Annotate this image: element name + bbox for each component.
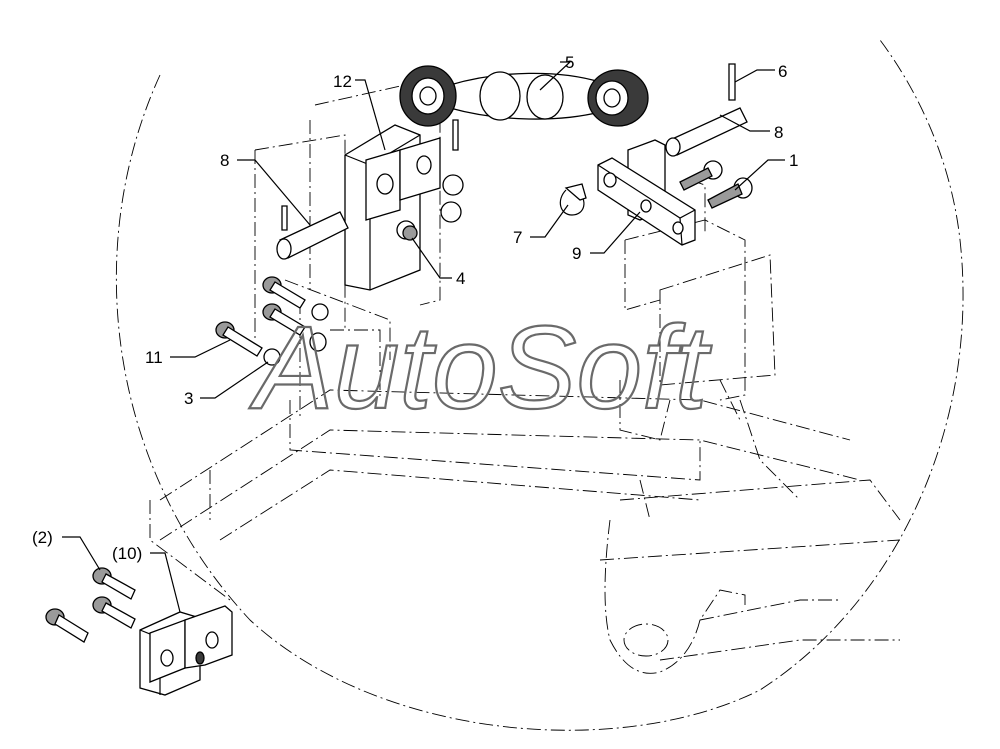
callout-12: 12 [333,72,352,91]
callout-10: (10) [112,544,142,563]
optional-bolts [45,567,136,643]
nuts [396,174,464,241]
top-link [399,65,649,127]
callout-4: 4 [456,269,465,288]
left-bracket [344,124,441,291]
pin-left [276,205,349,260]
callout-5: 3 [184,389,193,408]
callout-labels: 5 12 8 6 8 1 7 9 4 11 3 (2) (10) [32,53,798,563]
watermark-autosoft: AutoSoft [249,302,712,434]
detail-circle [115,39,964,731]
callout-9: 9 [572,244,581,263]
right-bracket [597,139,696,246]
callout-1: 1 [789,151,798,170]
lynch-pin [559,183,587,216]
callout-7: 7 [513,228,522,247]
callout-6: 6 [778,62,787,81]
split-pin-upper [452,119,459,151]
callout-8-left: 8 [220,151,229,170]
leader-lines [62,61,785,613]
callout-2: (2) [32,528,53,547]
split-pin-right [728,63,736,101]
bolts-left [215,276,329,366]
bolts-right [679,160,753,209]
optional-bracket [139,605,233,696]
tractor-frame [149,300,901,674]
callout-11: 11 [145,348,163,367]
callout-3: 5 [565,53,574,72]
callout-8-right: 8 [774,123,783,142]
pin-right [665,107,748,157]
